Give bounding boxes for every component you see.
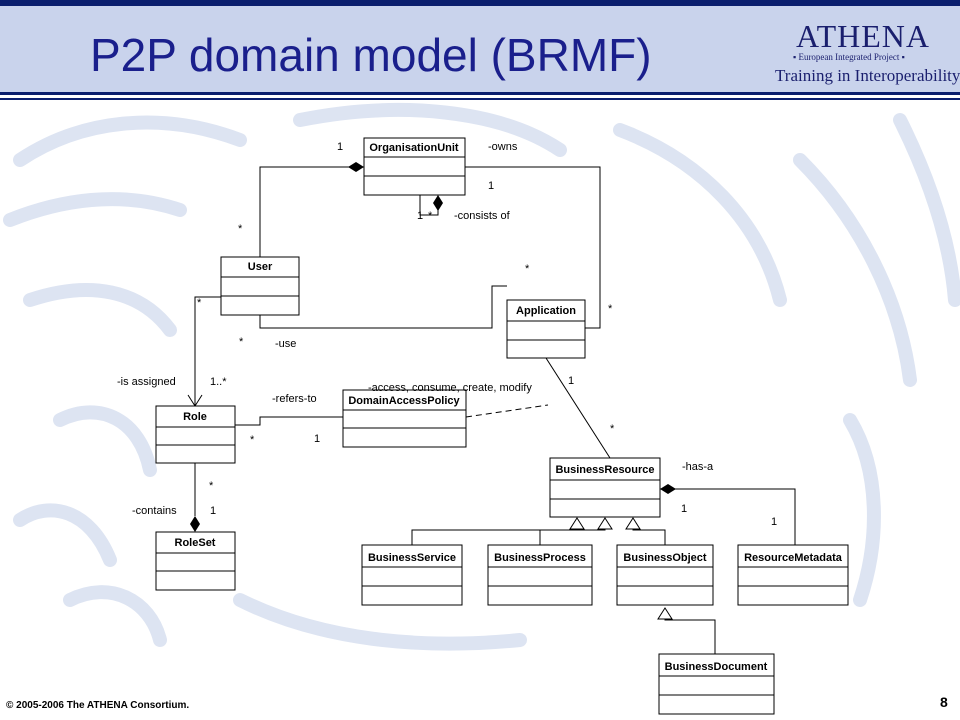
class-application: Application: [506, 299, 586, 359]
label-br-app-mult: *: [610, 423, 615, 435]
class-business-document: BusinessDocument: [658, 653, 775, 715]
roleset-composition-diamond: [190, 516, 200, 532]
copyright-footer: © 2005-2006 The ATHENA Consortium.: [6, 700, 190, 711]
process-generalization: [539, 528, 606, 545]
background-face-watermark: [3, 103, 960, 651]
label-role-mult: 1..*: [210, 376, 227, 388]
class-name: BusinessService: [368, 552, 456, 564]
label-has-a: -has-a: [682, 461, 714, 473]
label-use-mult: *: [239, 336, 244, 348]
class-resource-metadata: ResourceMetadata: [737, 544, 849, 606]
class-name: Role: [183, 411, 207, 423]
class-name: BusinessResource: [555, 464, 654, 476]
ou-composition-diamond: [348, 162, 364, 172]
label-ou-user-mult: 1: [337, 141, 343, 153]
ou-self-composition-diamond: [433, 195, 443, 211]
label-is-assigned: -is assigned: [117, 376, 176, 388]
class-name: RoleSet: [175, 537, 216, 549]
object-generalization: [632, 528, 666, 545]
class-role: Role: [155, 405, 236, 464]
label-app-br-mult: 1: [568, 375, 574, 387]
ou-self-consists-of: [419, 195, 439, 216]
header-divider-thin: [0, 98, 960, 100]
label-app-top-mult: *: [525, 263, 530, 275]
page-number: 8: [940, 694, 948, 710]
class-business-resource: BusinessResource: [549, 457, 661, 518]
label-role-rs-one: 1: [210, 505, 216, 517]
label-role-rs-many: *: [209, 480, 214, 492]
dap-application-dependency: [465, 404, 549, 418]
class-name: Application: [516, 305, 576, 317]
class-business-process: BusinessProcess: [487, 544, 593, 606]
header-top-line: [0, 0, 960, 6]
label-role-dap-one: 1: [314, 433, 320, 445]
label-self-one: 1: [417, 210, 423, 222]
class-name: ResourceMetadata: [744, 552, 843, 564]
class-name: DomainAccessPolicy: [348, 395, 460, 407]
connectors: [194, 166, 796, 654]
ou-user-association: [259, 166, 364, 257]
class-name: User: [248, 261, 273, 273]
class-name: OrganisationUnit: [369, 142, 459, 154]
role-dap-refers-to: [235, 416, 343, 426]
document-triangle: [657, 607, 673, 620]
ou-application-owns: [465, 166, 601, 329]
document-generalization: [664, 618, 716, 654]
label-owns: -owns: [488, 141, 518, 153]
label-consists-of: -consists of: [454, 210, 511, 222]
class-domain-access-policy: DomainAccessPolicy: [342, 389, 467, 448]
class-name: BusinessObject: [623, 552, 706, 564]
label-use: -use: [275, 338, 296, 350]
logo-subtitle: ▪ European Integrated Project ▪: [793, 52, 905, 62]
class-name: BusinessDocument: [665, 661, 768, 673]
label-refers-to: -refers-to: [272, 393, 317, 405]
label-app-right-mult: *: [608, 303, 613, 315]
slide-title: P2P domain model (BRMF): [90, 29, 652, 81]
class-role-set: RoleSet: [155, 531, 236, 591]
application-br-access: [545, 357, 611, 459]
user-application-use: [259, 285, 507, 329]
athena-logo: ATHENA: [796, 18, 930, 54]
slide-header: [0, 0, 960, 92]
br-metadata-has-a: [660, 488, 796, 546]
label-role-dap-many: *: [250, 434, 255, 446]
object-triangle: [625, 517, 641, 530]
class-business-object: BusinessObject: [616, 544, 714, 606]
label-user-top-mult: *: [238, 223, 243, 235]
user-role-assigned: [194, 296, 221, 405]
process-triangle: [597, 517, 613, 530]
label-contains: -contains: [132, 505, 177, 517]
header-divider: [0, 92, 960, 95]
label-owns-mult: 1: [488, 180, 494, 192]
class-user: User: [220, 256, 300, 316]
class-name: BusinessProcess: [494, 552, 586, 564]
logo-tagline: Training in Interoperability: [775, 66, 960, 85]
label-br-meta-one: 1: [681, 503, 687, 515]
class-business-service: BusinessService: [361, 544, 463, 606]
label-access: -access, consume, create, modify: [368, 382, 532, 394]
br-composition-diamond: [660, 484, 676, 494]
label-user-left-mult: *: [197, 297, 202, 309]
association-labels: 1 -owns 1 1 * -consists of * * * * * -us…: [117, 141, 777, 528]
service-generalization: [411, 528, 578, 545]
label-meta-mult: 1: [771, 516, 777, 528]
service-triangle: [569, 517, 585, 530]
class-organisation-unit: OrganisationUnit: [363, 137, 466, 196]
label-self-many: *: [428, 210, 433, 222]
